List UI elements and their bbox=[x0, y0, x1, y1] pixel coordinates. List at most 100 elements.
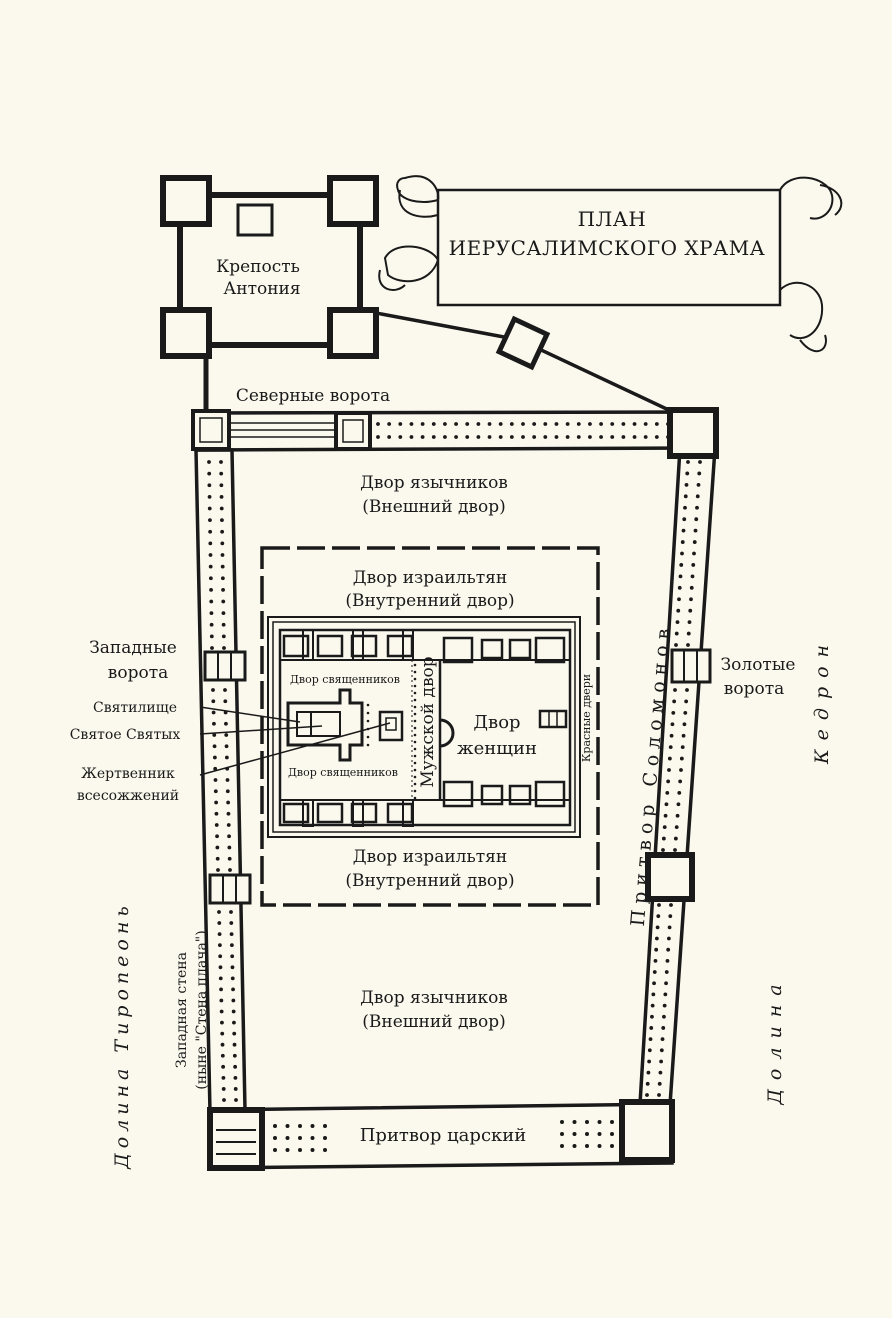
column-dot bbox=[212, 721, 216, 726]
column-dot bbox=[695, 494, 700, 499]
western-gate-north bbox=[203, 650, 247, 682]
column-dot bbox=[273, 1124, 277, 1128]
column-dot bbox=[597, 1132, 602, 1136]
column-dot bbox=[654, 435, 659, 439]
column-dot bbox=[221, 1064, 226, 1069]
column-dot bbox=[673, 836, 678, 841]
column-dot bbox=[230, 976, 235, 981]
column-dot bbox=[220, 529, 225, 534]
column-dot bbox=[532, 435, 537, 439]
temple-chambers bbox=[282, 629, 566, 827]
column-dot bbox=[675, 620, 680, 625]
column-dot bbox=[643, 435, 648, 439]
column-dot bbox=[652, 981, 656, 986]
column-dot bbox=[224, 733, 229, 737]
column-dot bbox=[214, 823, 219, 827]
column-dot bbox=[599, 422, 603, 426]
north-gate-structure bbox=[191, 409, 372, 451]
column-dot bbox=[676, 608, 681, 613]
column-dot bbox=[231, 1009, 236, 1014]
column-dot bbox=[398, 422, 403, 426]
column-dot bbox=[230, 965, 235, 970]
column-dot bbox=[685, 471, 690, 476]
column-dot bbox=[209, 634, 214, 639]
column-dot bbox=[323, 1124, 327, 1128]
column-dot bbox=[229, 943, 234, 948]
column-dot bbox=[366, 735, 370, 739]
column-dot bbox=[273, 1136, 277, 1140]
western-gate-line1: Западные bbox=[89, 638, 177, 658]
column-dot bbox=[689, 597, 693, 602]
column-dot bbox=[209, 587, 213, 592]
column-dot bbox=[208, 541, 213, 546]
column-dot bbox=[207, 471, 212, 476]
chamber bbox=[302, 629, 314, 661]
column-dot bbox=[209, 611, 214, 616]
column-dot bbox=[684, 482, 689, 487]
column-dot bbox=[679, 756, 684, 761]
column-dot bbox=[221, 1087, 226, 1091]
column-dot bbox=[657, 903, 661, 907]
column-dot bbox=[654, 422, 659, 426]
column-dot bbox=[431, 422, 436, 426]
column-dot bbox=[543, 422, 548, 426]
column-dot bbox=[221, 1075, 226, 1080]
column-dot bbox=[224, 744, 229, 749]
column-dot bbox=[443, 422, 447, 426]
column-dot bbox=[285, 1148, 290, 1152]
sw-tower bbox=[207, 1107, 265, 1171]
chamber bbox=[282, 802, 310, 824]
column-dot bbox=[610, 1120, 614, 1124]
column-dot bbox=[680, 745, 685, 750]
column-dot bbox=[681, 528, 686, 533]
east-mid-tower bbox=[645, 852, 695, 902]
column-dot bbox=[572, 1132, 577, 1136]
title-line2: ИЕРУСАЛИМСКОГО ХРАМА bbox=[449, 236, 766, 260]
column-dot bbox=[667, 925, 672, 930]
column-dot bbox=[366, 711, 370, 715]
chamber bbox=[534, 636, 566, 664]
column-dot bbox=[229, 932, 234, 937]
western-gate-line2: ворота bbox=[108, 663, 168, 683]
column-dot bbox=[662, 1014, 666, 1019]
column-dot bbox=[650, 1014, 654, 1019]
column-dot bbox=[659, 1059, 664, 1064]
column-dot bbox=[560, 1132, 564, 1136]
column-dot bbox=[220, 1020, 224, 1025]
column-dot bbox=[686, 631, 691, 636]
priests-court-bottom: Двор священников bbox=[288, 766, 398, 779]
column-dot bbox=[680, 551, 684, 556]
chamber bbox=[508, 784, 532, 806]
column-dot bbox=[413, 789, 417, 793]
column-dot bbox=[413, 670, 417, 674]
column-dot bbox=[208, 564, 213, 569]
column-dot bbox=[219, 506, 224, 511]
column-dot bbox=[621, 422, 626, 426]
western-gate-south bbox=[208, 873, 252, 905]
column-dot bbox=[648, 1037, 653, 1042]
column-dot bbox=[213, 789, 218, 794]
column-dot bbox=[692, 540, 697, 544]
column-dot bbox=[454, 422, 458, 426]
column-dot bbox=[413, 719, 417, 723]
column-dot bbox=[220, 576, 225, 581]
mens-court-label: Мужской двор bbox=[418, 656, 438, 787]
column-dot bbox=[232, 1020, 236, 1025]
column-dot bbox=[685, 688, 689, 692]
column-dot bbox=[690, 574, 695, 579]
column-dot bbox=[664, 970, 669, 974]
column-dot bbox=[686, 460, 690, 464]
chamber bbox=[352, 629, 364, 661]
column-dot bbox=[228, 868, 232, 872]
column-dot bbox=[653, 958, 658, 963]
column-dot bbox=[657, 1093, 661, 1097]
column-dot bbox=[220, 564, 225, 569]
column-dot bbox=[285, 1136, 290, 1140]
ne-tower bbox=[667, 407, 719, 459]
column-dot bbox=[431, 435, 436, 439]
column-dot bbox=[647, 1048, 652, 1053]
column-dot bbox=[698, 460, 702, 464]
column-dot bbox=[208, 576, 213, 581]
column-dot bbox=[220, 1042, 225, 1047]
column-dot bbox=[413, 712, 417, 716]
